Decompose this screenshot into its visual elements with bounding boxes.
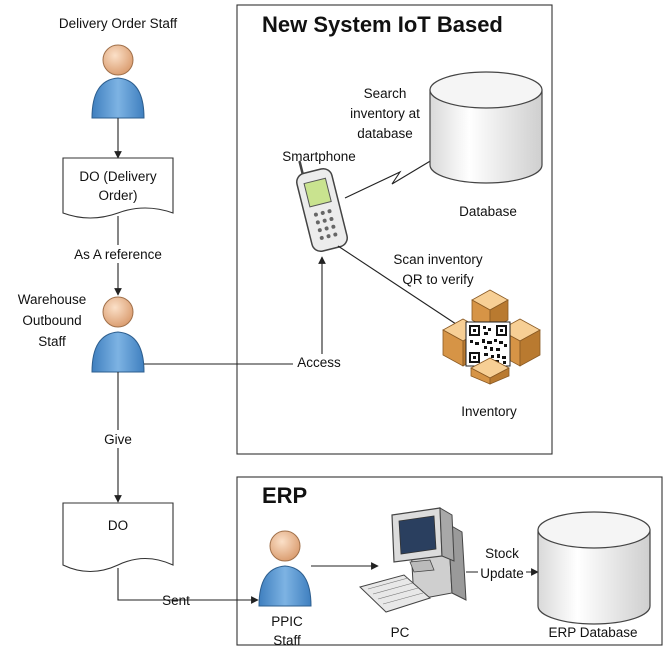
inventory-icon	[442, 289, 541, 385]
do-label: DO	[108, 518, 128, 533]
erp-title: ERP	[262, 483, 307, 508]
pc-label: PC	[391, 625, 410, 640]
warehouse-staff-line1: Warehouse	[18, 292, 87, 307]
as-reference-label: As A reference	[74, 247, 162, 262]
access-label: Access	[297, 355, 341, 370]
stock-update-line2: Update	[480, 566, 524, 581]
iot-system-title: New System IoT Based	[262, 12, 503, 37]
search-inventory-line2: inventory at	[350, 106, 420, 121]
delivery-order-document: DO (Delivery Order)	[62, 157, 174, 219]
sent-label: Sent	[162, 593, 190, 608]
stock-update-line1: Stock	[485, 546, 519, 561]
give-label: Give	[104, 432, 132, 447]
database-icon	[429, 71, 543, 184]
delivery-order-staff-label: Delivery Order Staff	[59, 16, 178, 31]
ppic-staff-line1: PPIC	[271, 614, 303, 629]
search-inventory-line1: Search	[364, 86, 407, 101]
smartphone-icon	[296, 160, 348, 253]
warehouse-staff-line3: Staff	[38, 334, 66, 349]
pc-icon	[359, 507, 467, 613]
smartphone-label: Smartphone	[282, 149, 356, 164]
ppic-staff-line2: Staff	[273, 633, 301, 648]
warehouse-staff-line2: Outbound	[22, 313, 81, 328]
iot-system-group	[236, 4, 553, 455]
scan-inventory-line1: Scan inventory	[393, 252, 483, 267]
delivery-order-line2: Order)	[98, 188, 137, 203]
database-label: Database	[459, 204, 517, 219]
do-document: DO	[62, 502, 174, 573]
scan-inventory-line2: QR to verify	[402, 272, 474, 287]
erp-database-label: ERP Database	[548, 625, 637, 640]
delivery-order-staff-icon	[91, 44, 145, 119]
ppic-staff-icon	[258, 530, 312, 607]
erp-group	[236, 476, 663, 646]
search-inventory-line3: database	[357, 126, 413, 141]
warehouse-staff-icon	[91, 296, 145, 373]
wireless-link-database	[344, 159, 433, 199]
delivery-order-line1: DO (Delivery	[79, 169, 157, 184]
erp-database-icon	[537, 511, 651, 625]
inventory-label: Inventory	[461, 404, 517, 419]
